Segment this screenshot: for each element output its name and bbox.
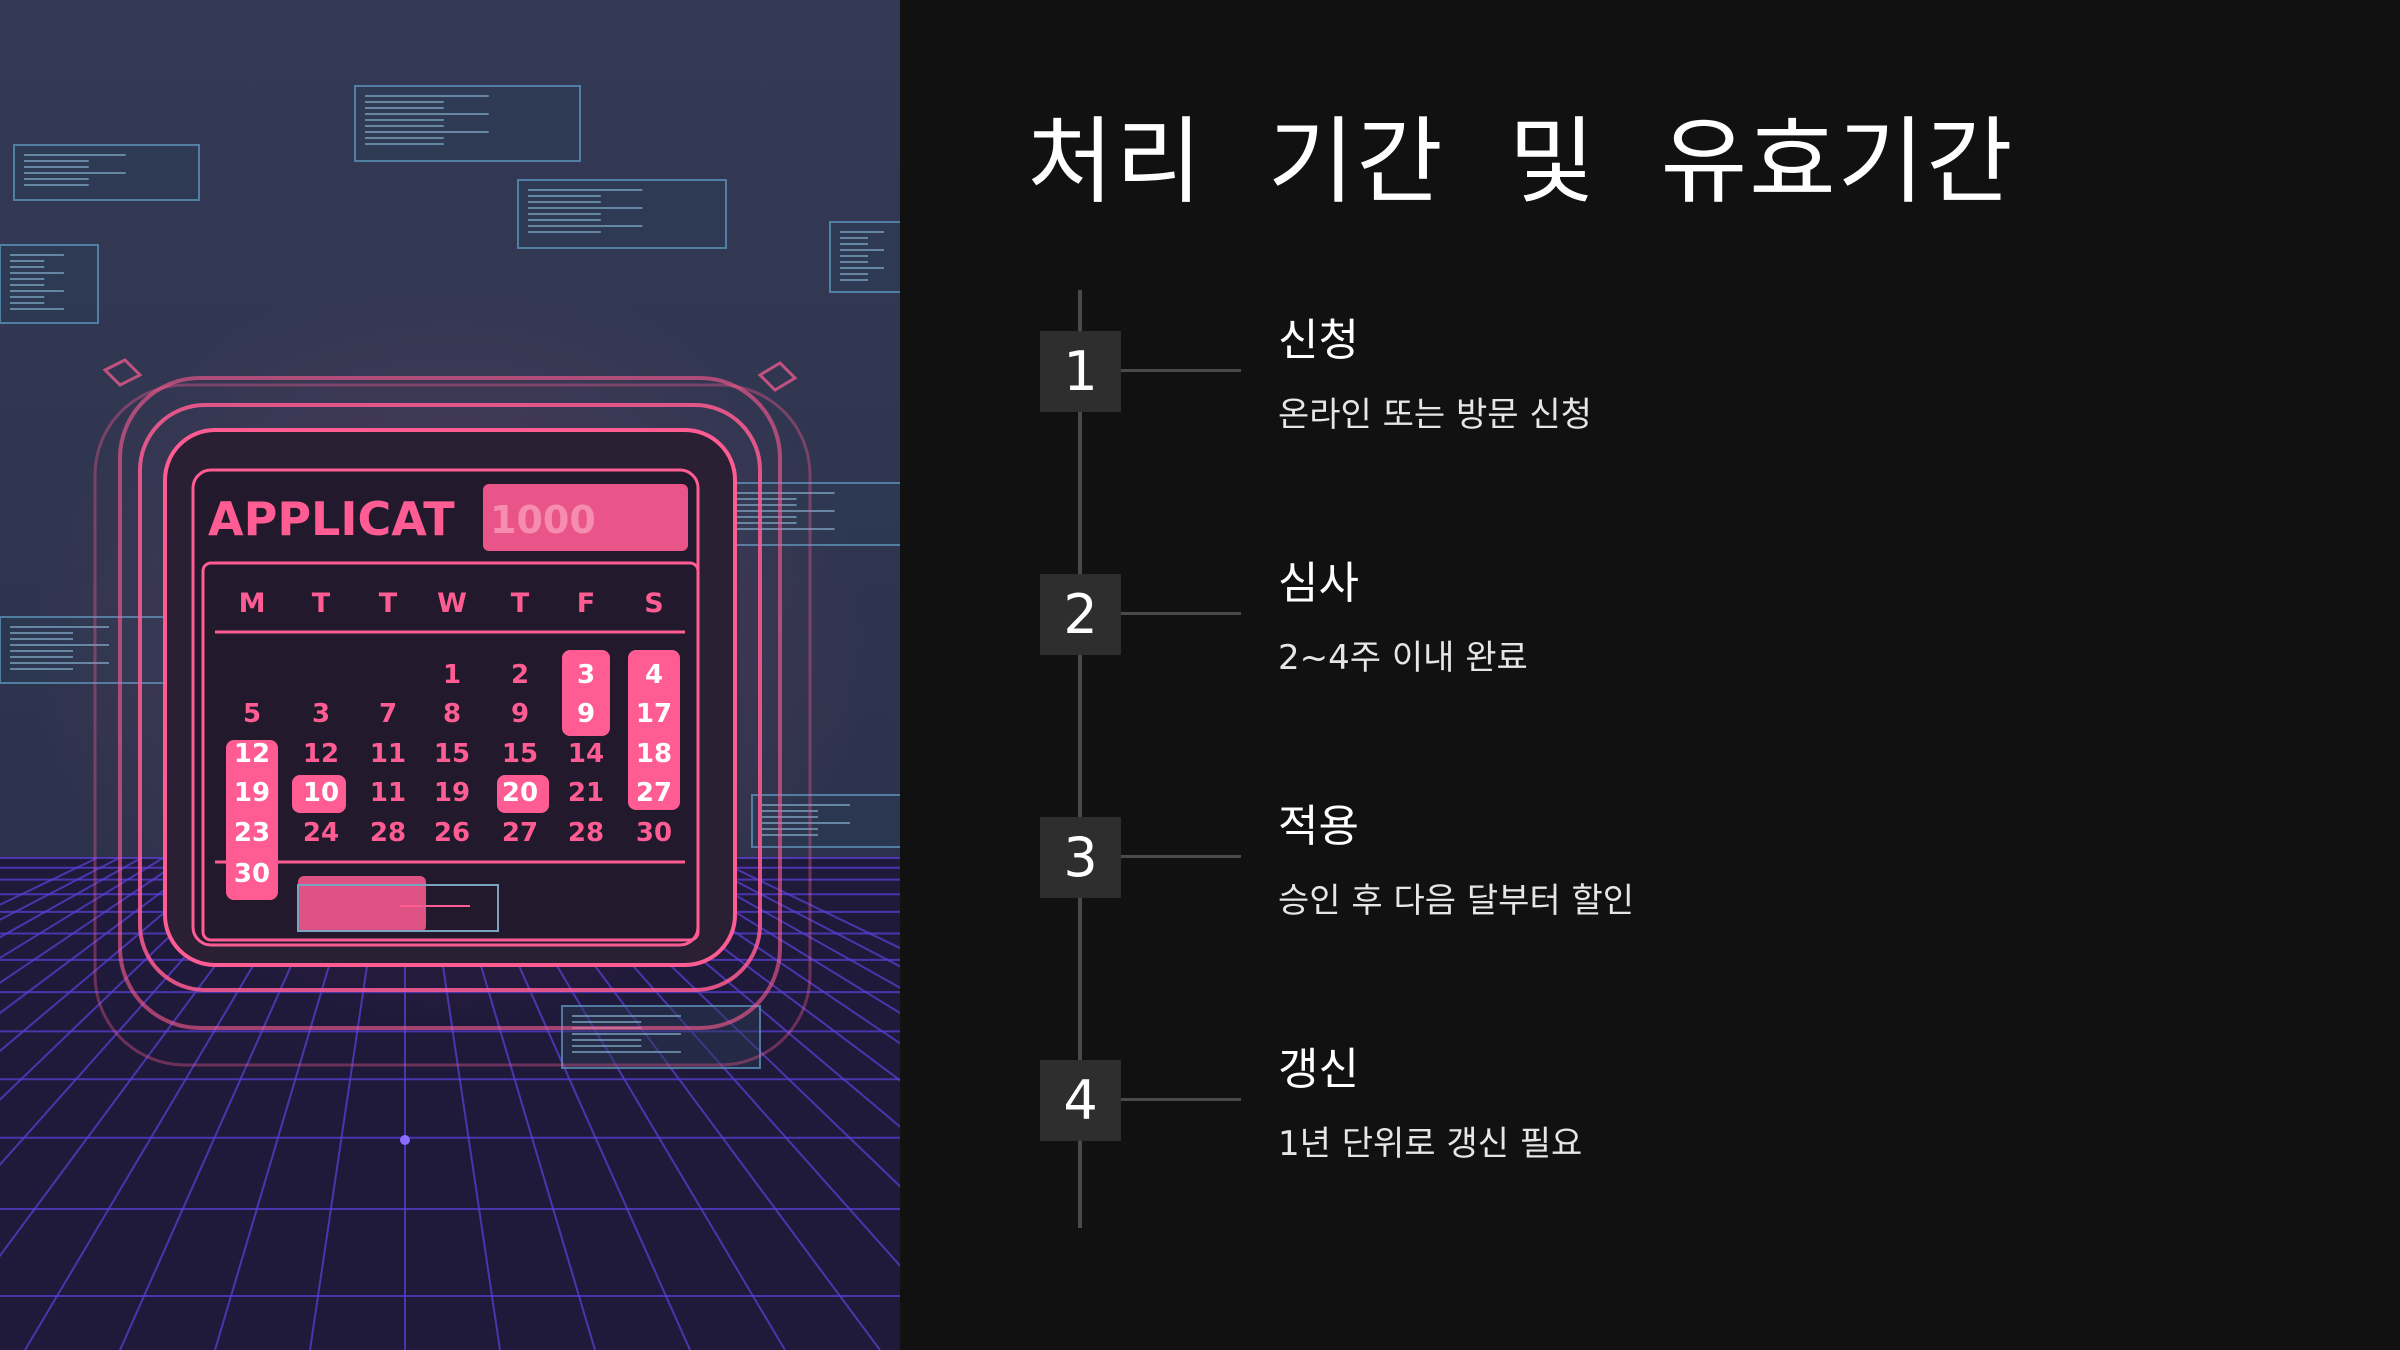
step-title: 적용 [1278, 801, 1359, 852]
calendar-day: 28 [370, 818, 406, 848]
calendar-tag-text: 1000 [490, 498, 596, 542]
step-connector [1121, 369, 1241, 372]
step-number-badge: 3 [1040, 817, 1121, 898]
calendar-day: 11 [370, 778, 406, 808]
calendar-day: 11 [370, 739, 406, 769]
step-title: 심사 [1278, 558, 1359, 609]
calendar-day: 3 [577, 660, 595, 690]
calendar-header-text: APPLICAT [208, 492, 455, 546]
weekday-label: F [577, 588, 595, 619]
calendar-day: 19 [434, 778, 470, 808]
step-number-badge: 1 [1040, 331, 1121, 412]
calendar-day: 4 [645, 660, 663, 690]
calendar-day: 2 [511, 660, 529, 690]
calendar-day: 8 [443, 699, 461, 729]
step-title: 갱신 [1278, 1044, 1359, 1095]
calendar-day: 30 [636, 818, 672, 848]
calendar-day: 28 [568, 818, 604, 848]
calendar-day: 18 [636, 739, 672, 769]
step-number-badge: 4 [1040, 1060, 1121, 1141]
calendar-day: 15 [502, 739, 538, 769]
calendar-day: 23 [234, 818, 270, 848]
timeline-step-2: 2 심사 2~4주 이내 완료 [900, 558, 2400, 774]
step-description: 온라인 또는 방문 신청 [1278, 395, 1592, 435]
calendar-day: 9 [511, 699, 529, 729]
calendar-day: 27 [502, 818, 538, 848]
step-connector [1121, 1098, 1241, 1101]
page-title: 처리 기간 및 유효기간 [1027, 108, 2015, 217]
step-connector [1121, 855, 1241, 858]
calendar-day: 19 [234, 778, 270, 808]
weekday-label: M [239, 588, 266, 619]
calendar-day: 27 [636, 778, 672, 808]
calendar-day: 20 [502, 778, 538, 808]
step-description: 1년 단위로 갱신 필요 [1278, 1124, 1583, 1164]
weekday-label: T [312, 588, 331, 619]
step-description: 승인 후 다음 달부터 할인 [1278, 881, 1635, 921]
calendar-day: 9 [577, 699, 595, 729]
calendar-day: 12 [234, 739, 270, 769]
calendar-day: 12 [303, 739, 339, 769]
calendar-day: 17 [636, 699, 672, 729]
step-title: 신청 [1278, 315, 1359, 366]
content-panel: 처리 기간 및 유효기간 1 신청 온라인 또는 방문 신청 2 심사 2~4주… [900, 0, 2400, 1350]
calendar-footer-bar [297, 876, 499, 932]
timeline-step-3: 3 적용 승인 후 다음 달부터 할인 [900, 801, 2400, 1017]
weekday-label: T [511, 588, 530, 619]
step-connector [1121, 612, 1241, 615]
step-description: 2~4주 이내 완료 [1278, 638, 1528, 678]
calendar-header: APPLICAT 1000 [208, 484, 688, 551]
calendar-day: 1 [443, 660, 461, 690]
weekday-label: S [644, 588, 663, 619]
calendar-day: 5 [243, 699, 261, 729]
calendar-day: 21 [568, 778, 604, 808]
calendar-day: 3 [312, 699, 330, 729]
calendar-day: 26 [434, 818, 470, 848]
calendar-day: 14 [568, 739, 604, 769]
calendar-frame [93, 358, 812, 1067]
timeline-line [1078, 290, 1082, 1228]
step-number-badge: 2 [1040, 574, 1121, 655]
timeline-step-4: 4 갱신 1년 단위로 갱신 필요 [900, 1044, 2400, 1260]
calendar-day: 30 [234, 859, 270, 889]
weekday-label: T [379, 588, 398, 619]
calendar-day: 24 [303, 818, 339, 848]
calendar-day: 10 [303, 778, 339, 808]
weekday-label: W [437, 588, 467, 619]
timeline-step-1: 1 신청 온라인 또는 방문 신청 [900, 315, 2400, 531]
calendar-day: 15 [434, 739, 470, 769]
calendar-day: 7 [379, 699, 397, 729]
